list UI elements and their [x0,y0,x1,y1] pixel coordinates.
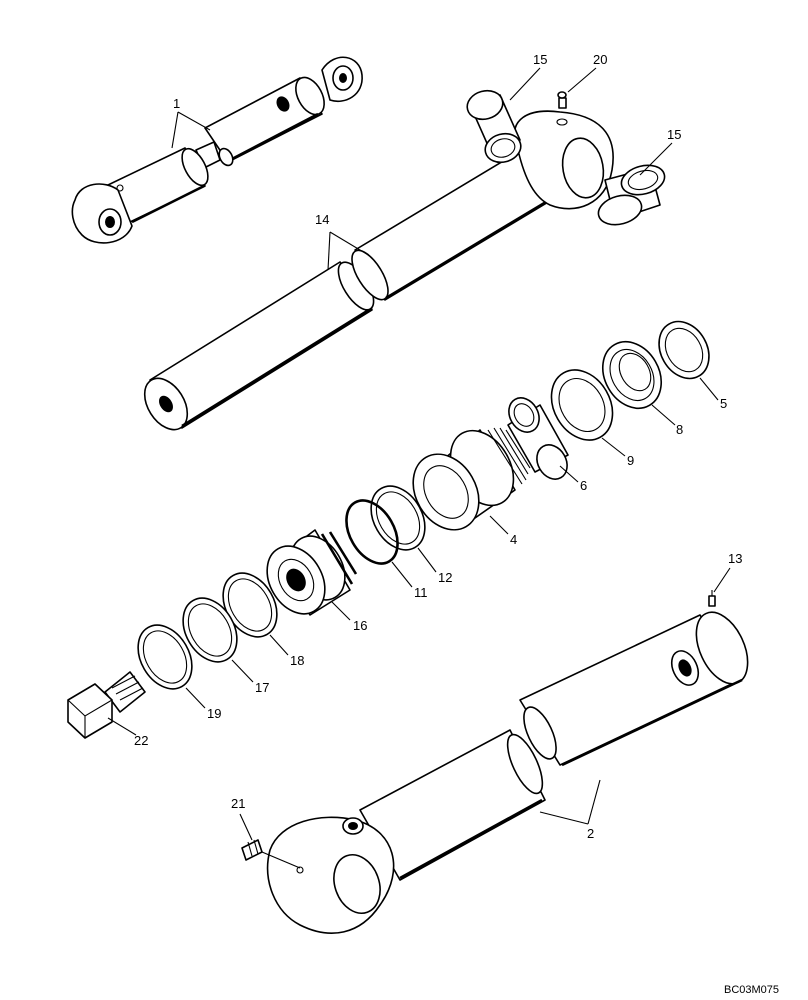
callout-14-label: 14 [315,212,329,227]
callout-11-label: 11 [414,585,428,600]
callout-2-label: 2 [587,826,594,841]
callout-1: 1 [171,96,211,149]
callout-15-right: 15 [639,127,681,176]
callout-14: 14 [315,212,371,271]
callout-12-label: 12 [438,570,452,585]
part-21-grease-fitting [241,839,263,861]
callout-21-label: 21 [231,796,245,811]
callout-15-right-label: 15 [667,127,681,142]
callout-12: 12 [417,547,452,585]
callout-6: 6 [559,465,587,493]
part-1-cylinder-assembly [71,56,363,244]
part-2-cylinder-barrel [266,611,749,934]
part-19-wear-ring [137,624,193,690]
part-6-bearing [507,397,569,480]
callout-17-label: 17 [255,680,269,695]
part-22-bolt [67,671,146,739]
callout-17: 17 [231,659,269,695]
callout-5-label: 5 [720,396,727,411]
callout-21: 21 [231,796,301,869]
callout-9-label: 9 [627,453,634,468]
callout-22-label: 22 [134,733,148,748]
callout-5: 5 [699,377,727,411]
part-5-wiper-seal [658,320,710,380]
drawing-code: BC03M075 [724,984,779,996]
callout-6-label: 6 [580,478,587,493]
callout-1-label: 1 [173,96,180,111]
callout-19-label: 19 [207,706,221,721]
callout-2: 2 [539,779,601,841]
callout-8: 8 [651,404,683,437]
part-14-piston-rod [143,110,614,431]
callout-18-label: 18 [290,653,304,668]
part-20-grease-fitting [557,91,567,109]
callout-16-label: 16 [353,618,367,633]
callout-16: 16 [331,601,367,633]
part-4-gland [412,427,531,531]
callout-15-left: 15 [509,52,547,101]
part-8-rod-seal [601,341,663,409]
callout-18: 18 [269,634,304,668]
part-13-grease-fitting [708,590,716,607]
part-17-piston-seal [182,597,238,663]
part-9-gland-ring [550,369,614,441]
callout-13: 13 [713,551,742,593]
callout-4: 4 [489,515,517,547]
callout-20-label: 20 [593,52,607,67]
part-15-bushing-left [466,89,522,164]
callout-15-left-label: 15 [533,52,547,67]
callout-8-label: 8 [676,422,683,437]
part-11-o-ring [345,499,399,565]
callout-9: 9 [601,437,634,468]
callout-4-label: 4 [510,532,517,547]
callout-20: 20 [567,52,607,93]
callout-19: 19 [185,687,221,721]
callout-11: 11 [391,561,428,600]
callout-22: 22 [107,717,148,748]
callout-13-label: 13 [728,551,742,566]
part-15-bushing-right [597,164,666,226]
part-12-backup-ring [370,485,426,551]
part-16-piston [266,529,358,616]
